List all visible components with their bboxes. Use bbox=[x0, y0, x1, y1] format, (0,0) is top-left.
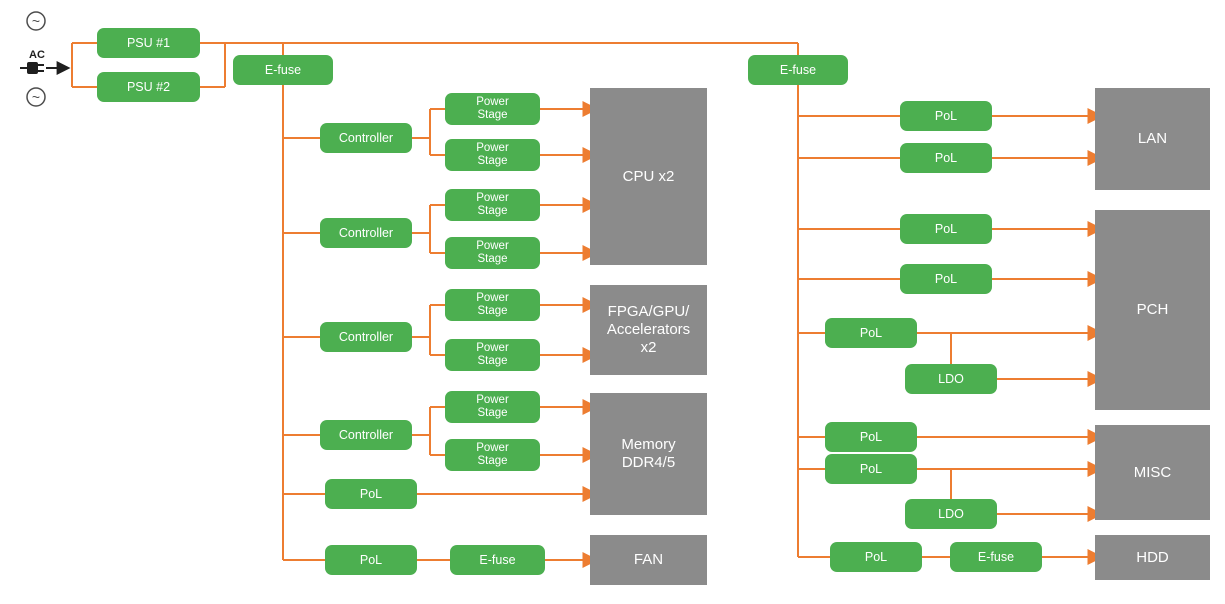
ldo-misc-node: LDO bbox=[905, 499, 997, 529]
svg-text:~: ~ bbox=[32, 89, 40, 105]
arrow-wires bbox=[417, 101, 1104, 568]
memory-load: Memory DDR4/5 bbox=[590, 393, 707, 515]
ac-source-icon: ~ ~ bbox=[26, 11, 46, 107]
ldo-pch-node: LDO bbox=[905, 364, 997, 394]
controller-memory-node: Controller bbox=[320, 420, 412, 450]
power-stage-node: Power Stage bbox=[445, 93, 540, 125]
controller-cpu2-node: Controller bbox=[320, 218, 412, 248]
power-stage-node: Power Stage bbox=[445, 391, 540, 423]
pol-lan1-node: PoL bbox=[900, 101, 992, 131]
psu1-node: PSU #1 bbox=[97, 28, 200, 58]
efuse-fan-node: E-fuse bbox=[450, 545, 545, 575]
pol-pch3-node: PoL bbox=[825, 318, 917, 348]
power-stage-node: Power Stage bbox=[445, 289, 540, 321]
psu2-node: PSU #2 bbox=[97, 72, 200, 102]
svg-text:~: ~ bbox=[32, 13, 40, 29]
power-stage-node: Power Stage bbox=[445, 189, 540, 221]
efuse-right-node: E-fuse bbox=[748, 55, 848, 85]
bus-wires bbox=[71, 42, 952, 561]
pol-hdd-node: PoL bbox=[830, 542, 922, 572]
pol-memory-node: PoL bbox=[325, 479, 417, 509]
pol-misc1-node: PoL bbox=[825, 422, 917, 452]
cpu-load: CPU x2 bbox=[590, 88, 707, 265]
fpga-load: FPGA/GPU/ Accelerators x2 bbox=[590, 285, 707, 375]
power-stage-node: Power Stage bbox=[445, 237, 540, 269]
controller-fpga-node: Controller bbox=[320, 322, 412, 352]
efuse-hdd-node: E-fuse bbox=[950, 542, 1042, 572]
power-stage-node: Power Stage bbox=[445, 139, 540, 171]
pol-misc2-node: PoL bbox=[825, 454, 917, 484]
power-stage-node: Power Stage bbox=[445, 439, 540, 471]
power-stage-node: Power Stage bbox=[445, 339, 540, 371]
pol-fan-node: PoL bbox=[325, 545, 417, 575]
fan-load: FAN bbox=[590, 535, 707, 585]
ac-plug-icon bbox=[20, 61, 71, 75]
pol-lan2-node: PoL bbox=[900, 143, 992, 173]
lan-load: LAN bbox=[1095, 88, 1210, 190]
hdd-load: HDD bbox=[1095, 535, 1210, 580]
ac-label: AC bbox=[29, 49, 45, 61]
pch-load: PCH bbox=[1095, 210, 1210, 410]
efuse-left-node: E-fuse bbox=[233, 55, 333, 85]
controller-cpu1-node: Controller bbox=[320, 123, 412, 153]
pol-pch1-node: PoL bbox=[900, 214, 992, 244]
pol-pch2-node: PoL bbox=[900, 264, 992, 294]
misc-load: MISC bbox=[1095, 425, 1210, 520]
